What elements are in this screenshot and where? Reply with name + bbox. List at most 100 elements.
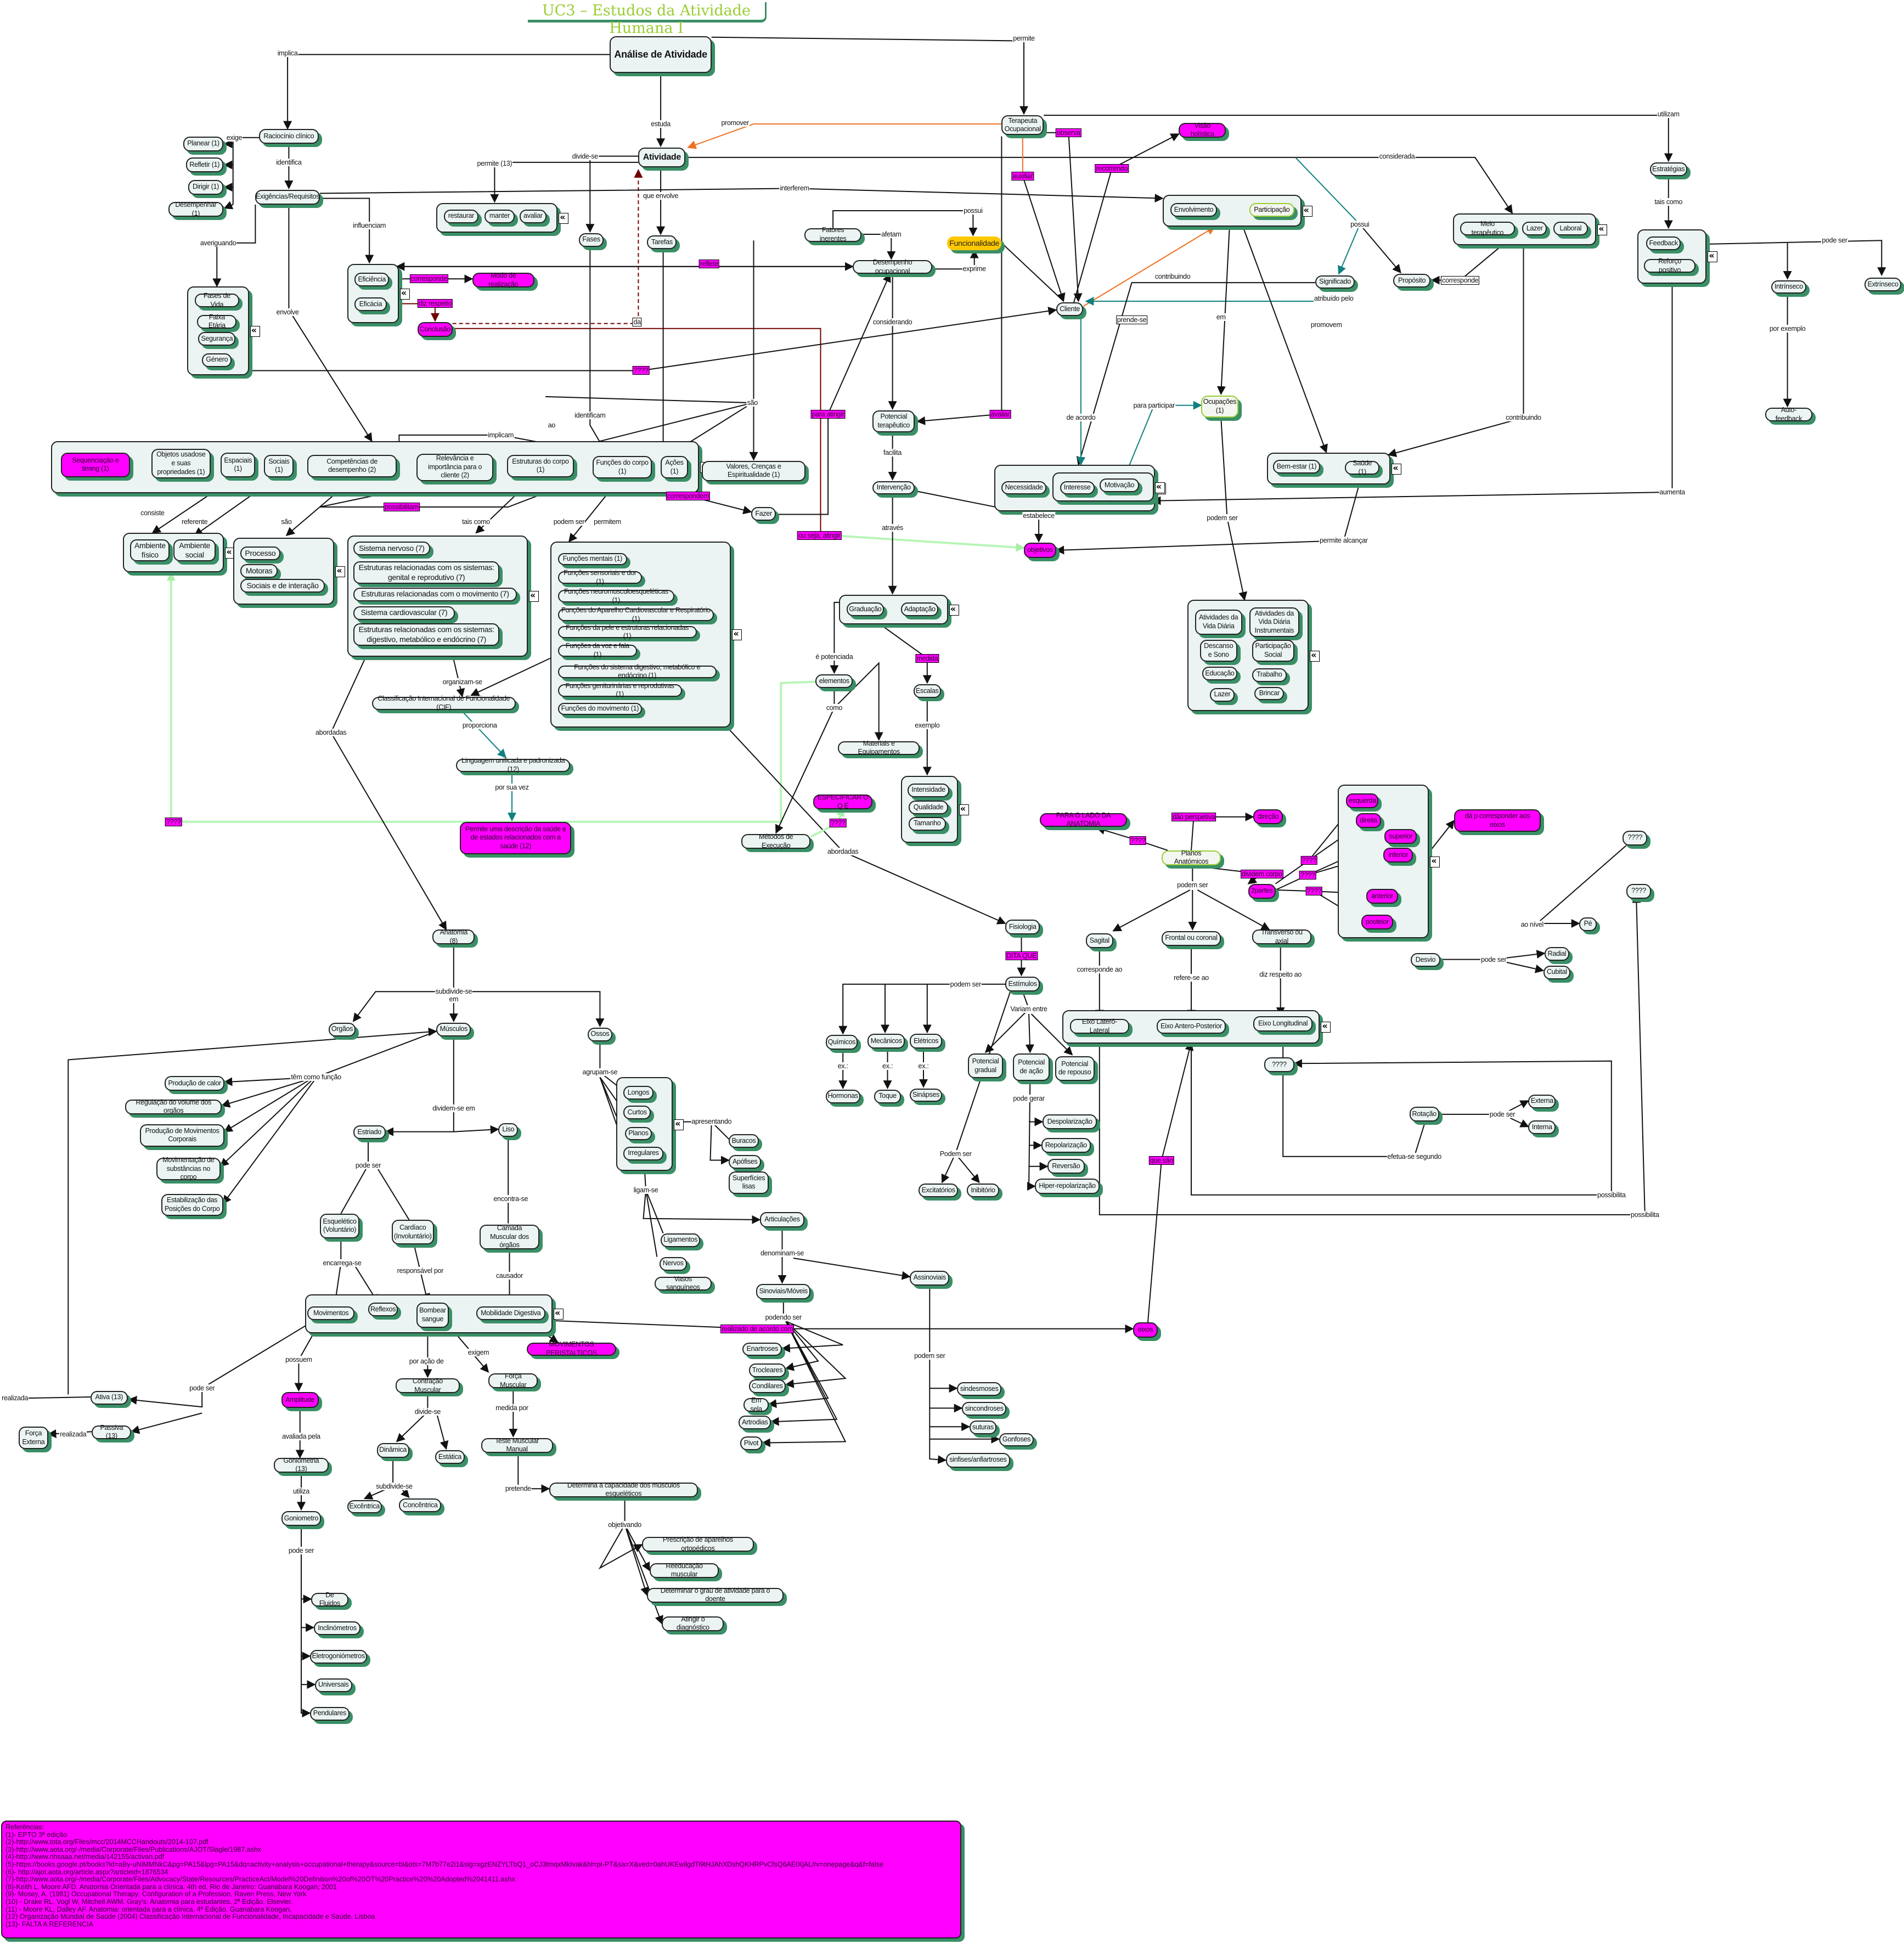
concept-transverso[interactable]: Transverso ou axial — [1252, 928, 1312, 945]
concept-proposito[interactable]: Propósito — [1393, 274, 1430, 288]
concept-concentrica[interactable]: Concêntrica — [399, 1498, 442, 1513]
concept-uso[interactable]: Liso — [498, 1123, 519, 1137]
concept-amplitude[interactable]: Amplitude — [281, 1391, 319, 1408]
concept-s2[interactable]: Estruturas relacionadas com os sistemas:… — [353, 561, 500, 584]
concept-planos[interactable]: Planos Anatómicos — [1161, 849, 1221, 865]
concept-estab[interactable]: Estabilização das Posições do Corpo — [161, 1193, 223, 1216]
concept-potencial[interactable]: Potencial terapêutico — [872, 410, 915, 433]
collapse-toggle-icon[interactable] — [1597, 223, 1608, 235]
concept-motoras[interactable]: Motoras — [240, 564, 278, 578]
concept-bemestar[interactable]: Bem-estar (1) — [1273, 460, 1320, 474]
concept-laboral[interactable]: Laboral — [1553, 222, 1588, 236]
concept-excit[interactable]: Excitatórios — [919, 1184, 959, 1198]
concept-espaciais[interactable]: Espaciais (1) — [221, 452, 256, 477]
concept-intensidade[interactable]: Intensidade — [907, 783, 950, 797]
concept-cardiaco[interactable]: Cardíaco (Involuntário) — [391, 1219, 434, 1245]
concept-lazer1[interactable]: Lazer — [1522, 222, 1547, 236]
concept-atividade[interactable]: Atividade — [638, 147, 686, 167]
concept-estruturas[interactable]: Estruturas do corpo (1) — [506, 455, 574, 477]
collapse-toggle-icon[interactable] — [1310, 650, 1320, 662]
concept-envolvimento[interactable]: Envolvimento — [1170, 203, 1218, 217]
collapse-toggle-icon[interactable] — [1321, 1021, 1331, 1033]
concept-brincar[interactable]: Brincar — [1254, 686, 1285, 701]
concept-sincondroses[interactable]: sincondroses — [962, 1402, 1007, 1416]
concept-forcaext[interactable]: Força Externa — [18, 1427, 49, 1449]
concept-mobdig[interactable]: Mobilidade Digestiva — [476, 1306, 545, 1320]
concept-desempocup[interactable]: Desempenho ocupacional — [853, 258, 932, 275]
concept-linguagem[interactable]: Linguagem unificada e padronizada (12) — [456, 757, 571, 773]
concept-f5[interactable]: Funções da pele e estruturas relacionada… — [557, 624, 697, 640]
concept-eletrogon[interactable]: Eletrogoniómetros — [309, 1649, 367, 1664]
concept-atingir[interactable]: Atingir o diagnóstico — [662, 1615, 724, 1631]
concept-especificar[interactable]: ESPECIFICAR O Q É — [813, 793, 873, 810]
concept-metodos[interactable]: Métodos de Execução — [741, 833, 811, 849]
concept-quimicos[interactable]: Químicos — [825, 1035, 858, 1050]
collapse-toggle-icon[interactable] — [1708, 250, 1718, 263]
concept-ligamentos[interactable]: Ligamentos — [661, 1233, 701, 1247]
concept-f7[interactable]: Funções do sistema digestivo, metabólico… — [557, 663, 717, 679]
concept-movimentos[interactable]: Movimentos — [307, 1306, 355, 1320]
concept-s3[interactable]: Estruturas relacionadas com o movimento … — [353, 587, 517, 601]
concept-hiper[interactable]: Hiper-repolarização — [1035, 1179, 1100, 1194]
concept-reflexos[interactable]: Reflexos — [368, 1303, 398, 1317]
concept-trabalho[interactable]: Trabalho — [1252, 668, 1287, 682]
concept-direita[interactable]: direita — [1356, 813, 1381, 829]
concept-cliente[interactable]: Cliente — [1056, 302, 1084, 317]
concept-ambsocial[interactable]: Ambiente social — [173, 539, 216, 562]
concept-buracos[interactable]: Buracos — [729, 1134, 759, 1148]
concept-f1[interactable]: Funções mentais (1) — [557, 553, 628, 566]
concept-permitedesc[interactable]: Permite uma descrição da saúde e de esta… — [460, 821, 572, 854]
concept-eficiencia[interactable]: Eficiência — [354, 273, 390, 286]
concept-pacao[interactable]: Potencial de ação — [1012, 1053, 1050, 1081]
concept-interesse[interactable]: Interesse — [1060, 481, 1095, 495]
concept-assinoviais[interactable]: Assinoviais — [910, 1270, 950, 1286]
concept-pgradual[interactable]: Potencial gradual — [968, 1053, 1003, 1079]
concept-eficacia[interactable]: Eficácia — [354, 297, 387, 312]
collapse-toggle-icon[interactable] — [399, 288, 410, 300]
concept-exig[interactable]: Exigências/Requisitos — [255, 189, 320, 205]
concept-pendulares[interactable]: Pendulares — [309, 1706, 350, 1721]
concept-necessidade[interactable]: Necessidade — [1001, 481, 1046, 495]
concept-conclusao[interactable]: Conclusão — [418, 322, 453, 337]
concept-objetivos[interactable]: objetivos — [1024, 543, 1056, 558]
concept-terapeuta[interactable]: Terapeuta Ocupacional — [1001, 115, 1044, 136]
concept-processo[interactable]: Processo — [240, 546, 280, 561]
concept-f8[interactable]: Funções geniturinárias e reprodutivas (1… — [557, 682, 682, 698]
concept-contracao[interactable]: Contração Muscular — [395, 1377, 460, 1394]
concept-pe[interactable]: Pé — [1579, 917, 1597, 931]
concept-modo[interactable]: Modo de realização — [472, 272, 534, 288]
concept-seguranca[interactable]: Segurança — [198, 332, 236, 346]
concept-racio[interactable]: Raciocínio clínico — [259, 128, 319, 144]
collapse-toggle-icon[interactable] — [732, 628, 742, 641]
concept-externa[interactable]: Externa — [1528, 1094, 1556, 1108]
concept-condilares[interactable]: Condilares — [748, 1379, 786, 1394]
concept-nervos[interactable]: Nervos — [659, 1256, 687, 1271]
concept-participacao[interactable]: Participação — [1249, 203, 1294, 217]
concept-planear[interactable]: Planear (1) — [183, 136, 223, 151]
concept-sinoviais[interactable]: Sinoviais/Móveis — [756, 1284, 811, 1299]
concept-manter[interactable]: manter — [485, 209, 515, 223]
concept-superficies[interactable]: Superfícies lisas — [729, 1171, 769, 1194]
concept-bombear[interactable]: Bombear sangue — [416, 1303, 449, 1328]
concept-genero[interactable]: Género — [202, 353, 232, 367]
concept-movperist[interactable]: MOVIMENTOS PERISTALTICOS — [527, 1340, 616, 1357]
concept-eixosm[interactable]: eixos — [1133, 1322, 1158, 1338]
concept-fazer[interactable]: Fazer — [751, 506, 776, 521]
concept-eletricos[interactable]: Elétricos — [910, 1034, 942, 1049]
concept-intrinseco[interactable]: Intrínseco — [1771, 280, 1806, 294]
concept-analise[interactable]: Análise de Atividade — [610, 36, 712, 74]
concept-estatica[interactable]: Estática — [435, 1450, 465, 1464]
concept-ocupacoes[interactable]: Ocupações (1) — [1201, 395, 1238, 418]
concept-apofises[interactable]: Apófises — [729, 1155, 762, 1169]
concept-f4[interactable]: Funções do Aparelho Cardiovascular e Res… — [557, 606, 714, 623]
collapse-toggle-icon[interactable] — [559, 212, 569, 224]
collapse-toggle-icon[interactable] — [554, 1308, 564, 1320]
concept-orgaos[interactable]: Orgãos — [328, 1022, 356, 1036]
concept-s1[interactable]: Sistema nervoso (7) — [353, 542, 430, 556]
concept-longos[interactable]: Longos — [623, 1085, 654, 1100]
concept-q2[interactable]: ???? — [1626, 883, 1652, 899]
concept-anterior[interactable]: anterior — [1366, 888, 1399, 904]
collapse-toggle-icon[interactable] — [1392, 463, 1402, 475]
concept-autofeedback[interactable]: Auto-feedback — [1765, 406, 1812, 422]
concept-sociaisint[interactable]: Sociais e de interação — [240, 579, 325, 593]
